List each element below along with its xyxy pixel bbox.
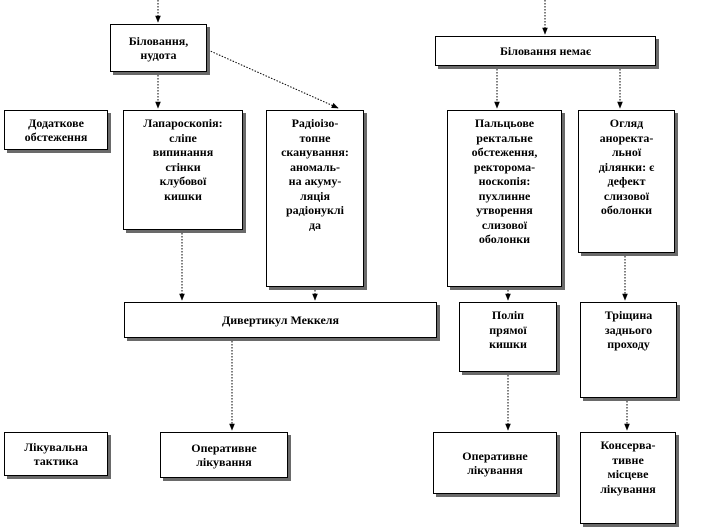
node-meckel-diverticulum: Дивертикул Меккеля xyxy=(124,302,437,338)
node-radioisotope: Радіоізо- топне сканування: аномаль- на … xyxy=(266,110,364,287)
label-additional-exam: Додаткове обстеження xyxy=(4,110,108,150)
node-surgery-right: Оперативне лікування xyxy=(433,432,557,494)
node-rectal-polyp: Поліп прямої кишки xyxy=(459,302,557,372)
node-surgery-left: Оперативне лікування xyxy=(160,432,288,478)
node-anal-fissure: Тріщина заднього проходу xyxy=(580,302,677,398)
node-no-pain: Біловання немає xyxy=(435,36,656,66)
node-laparoscopy: Лапароскопія: сліпе випинання стінки клу… xyxy=(123,110,243,230)
node-anorectal: Огляд аноректа- льної ділянки: є дефект … xyxy=(578,110,675,253)
node-pain-nausea: Біловання, нудота xyxy=(110,24,207,72)
arrow-pain-to-radioisotope xyxy=(207,49,339,109)
label-treatment-tactics: Лікувальна тактика xyxy=(4,432,108,476)
node-rectal-exam: Пальцьове ректальне обстеження, ректором… xyxy=(447,110,562,287)
node-conservative: Консерва- тивне місцеве лікування xyxy=(580,432,676,524)
